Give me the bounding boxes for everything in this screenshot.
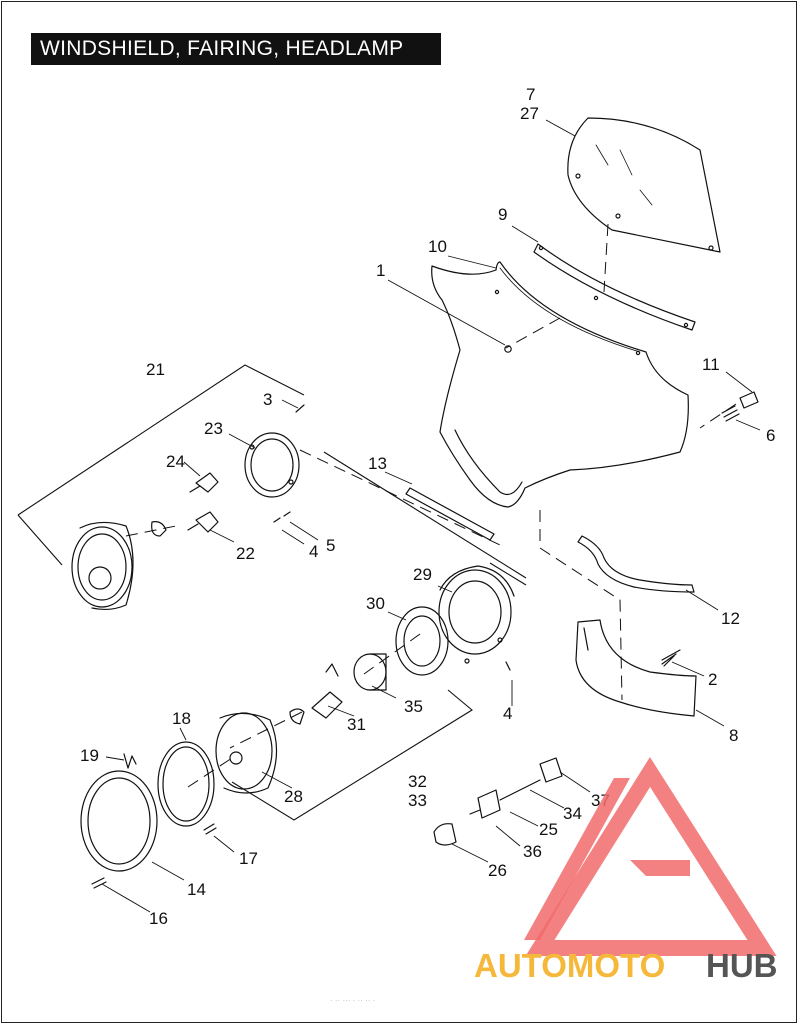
callout-23: 23 [204,419,223,438]
callout-27: 27 [520,104,539,123]
brand-text-automoto: AUTOMOTO [474,947,665,984]
callout-9: 9 [498,205,507,224]
bulb-31 [289,663,343,725]
small-screw-4 [273,511,291,523]
callout-17: 17 [239,849,258,868]
callout-22: 22 [236,544,255,563]
callout-labels: 7 27 9 10 1 11 6 21 3 23 24 13 5 4 22 29… [80,85,775,928]
callout-13: 13 [368,454,387,473]
wire-connector-37 [499,757,563,801]
callout-29: 29 [413,565,432,584]
callout-14: 14 [187,880,206,899]
bulb-socket-24 [189,472,219,493]
reflector-30 [395,606,449,676]
group-brackets [17,364,527,821]
callout-24: 24 [166,452,185,471]
fairing-screw-set [721,391,759,422]
callout-8: 8 [729,726,738,745]
windshield-trim [533,243,696,331]
callout-31: 31 [347,715,366,734]
fairing [431,261,689,508]
callout-30: 30 [366,594,385,613]
bulb-22 [187,511,219,533]
callout-1: 1 [376,261,385,280]
small-screw-3 [295,404,305,413]
callout-35: 35 [404,697,423,716]
windshield [567,117,721,253]
small-screw-4b [505,661,511,671]
screw-16 [91,877,107,889]
page-footer: · ·· ··· · ·· ·· · [330,996,375,1005]
callout-34: 34 [563,804,582,823]
automotohub-logo: AUTOMOTO HUB [474,757,778,984]
callout-4b: 4 [503,704,512,723]
callout-36: 36 [523,842,542,861]
assembly-lines [125,223,737,788]
page-title: WINDSHIELD, FAIRING, HEADLAMP [31,33,441,65]
bracket-12 [577,535,695,593]
callout-19: 19 [80,746,99,765]
callout-33: 33 [408,791,427,810]
trim-ring-14 [80,770,158,872]
small-screw-2 [661,653,677,667]
callout-32: 32 [408,772,427,791]
callout-6: 6 [766,426,775,445]
brand-text-hub: HUB [706,947,778,984]
callout-4a: 4 [309,542,318,561]
callout-7: 7 [526,85,535,104]
socket-36 [469,789,501,819]
callout-26: 26 [488,861,507,880]
screw-17 [203,823,217,835]
callout-11: 11 [702,355,720,374]
callout-10: 10 [428,237,447,256]
callout-18: 18 [172,709,191,728]
retaining-ring-18 [157,741,215,827]
callout-5: 5 [326,536,335,555]
callout-25: 25 [539,820,558,839]
spring-19 [123,753,137,769]
callout-21: 21 [146,360,165,379]
lower-cover-8 [575,619,697,717]
callout-12: 12 [721,609,740,628]
trim-strip-13 [405,487,495,541]
headlamp-left [71,521,167,611]
callout-2: 2 [708,670,717,689]
socket-35 [353,653,387,691]
callout-3: 3 [263,390,272,409]
headlamp-housing-29 [438,565,515,664]
bulb-26 [433,823,457,846]
headlamp-mount-ring-23 [244,432,300,498]
leader-lines [101,119,761,913]
callout-28: 28 [284,787,303,806]
callout-16: 16 [149,909,168,928]
sealed-beam-28 [215,712,278,794]
